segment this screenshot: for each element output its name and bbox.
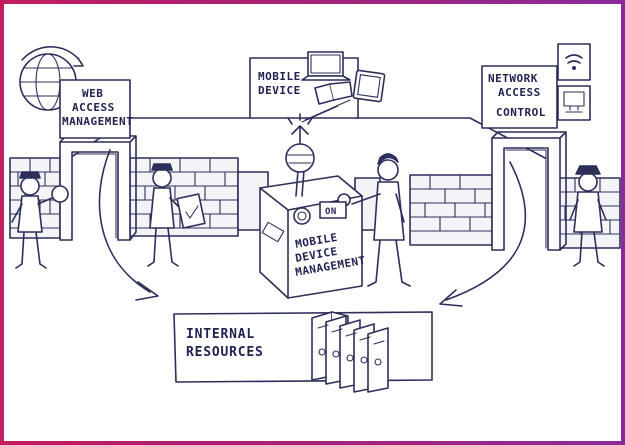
- guard-clipboard-figure: [147, 163, 206, 267]
- mobile-device-box: MOBILE DEVICE: [249, 51, 386, 123]
- internal-label-1: INTERNAL: [186, 327, 255, 342]
- guard-left-figure: [11, 171, 69, 269]
- mobile-device-label-2: DEVICE: [258, 84, 301, 97]
- laptop-icon: [301, 51, 351, 81]
- arrow-right: [439, 161, 527, 307]
- arrow-left: [98, 149, 159, 301]
- network-access-box: NETWORK ACCESS CONTROL: [481, 65, 558, 129]
- web-access-label-2: ACCESS: [72, 101, 115, 114]
- clipboard-icon: [176, 193, 206, 229]
- tablet-icon: [352, 69, 386, 103]
- mdm-machine: ON MOBILE DEVICE MANAGEMENT: [259, 113, 367, 299]
- web-access-label-1: WEB: [82, 87, 103, 100]
- signal-rays: [301, 99, 351, 123]
- web-access-box: WEB ACCESS MANAGEMENT: [59, 79, 133, 139]
- brick-wall-right-mid: [409, 174, 493, 246]
- top-connection-line: [69, 117, 546, 159]
- phone-icon: [314, 81, 353, 105]
- guard-right-figure: [569, 165, 607, 267]
- mobile-device-label-1: MOBILE: [258, 70, 301, 83]
- binders-icon: [311, 311, 389, 393]
- switch-on-label: ON: [325, 207, 337, 217]
- network-access-label-1: NETWORK: [488, 72, 538, 85]
- computer-icon: [557, 85, 591, 121]
- internal-label-2: RESOURCES: [186, 345, 264, 360]
- right-gate: [491, 131, 567, 251]
- network-access-label-3: CONTROL: [496, 106, 546, 119]
- web-access-label-3: MANAGEMENT: [62, 115, 133, 128]
- network-access-label-2: ACCESS: [498, 86, 541, 99]
- spark-icon: [287, 113, 313, 125]
- wifi-icon: [557, 43, 591, 81]
- left-gate: [59, 135, 137, 241]
- magnifier-icon: [51, 185, 69, 203]
- internal-resources-box: INTERNAL RESOURCES: [173, 311, 433, 383]
- engineer-figure: [351, 153, 411, 287]
